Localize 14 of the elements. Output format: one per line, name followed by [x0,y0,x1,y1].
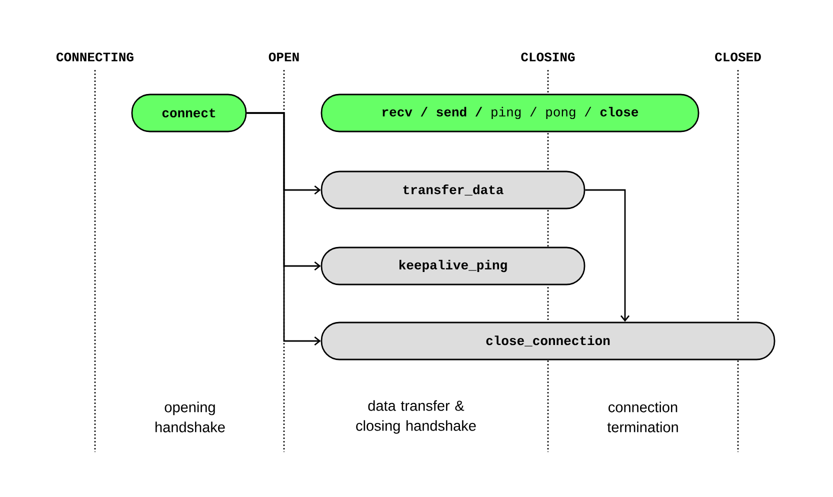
arrow [246,112,321,346]
phase-label: connection termination [607,402,678,432]
phase-label: opening handshake [156,402,225,432]
state-label: CLOSING [521,52,575,62]
state-label: CONNECTING [56,52,134,62]
arrow [585,189,630,322]
process-box: recv / send / ping / pong / close [320,94,700,132]
state-label: OPEN [268,52,299,62]
process-box: keepalive_ping [320,246,586,286]
process-box: connect [131,94,247,132]
process-box: close_connection [320,322,776,360]
phase-label: data transfer & closing handshake [356,400,476,434]
process-box: transfer_data [320,170,586,210]
state-label: CLOSED [715,52,761,62]
